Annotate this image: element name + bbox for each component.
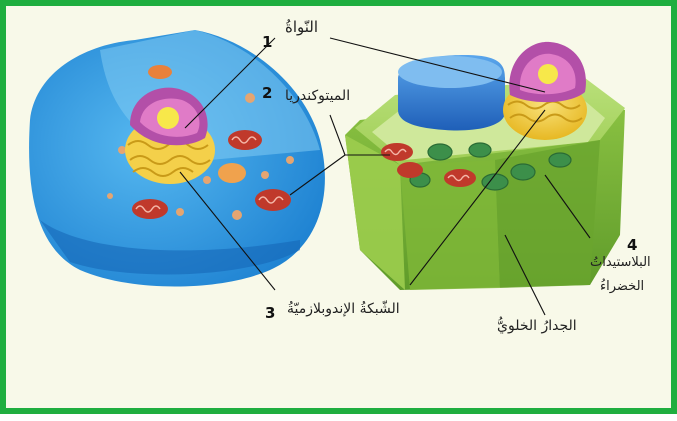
plant-cell (345, 42, 625, 290)
plant-mitochondrion (381, 143, 413, 161)
plant-mitochondrion (444, 169, 476, 187)
label-endoplasmic-reticulum: الشّبكةُ الإندوبلازميّةُ (287, 301, 400, 317)
label-number-mitochondria: 2 (262, 84, 272, 102)
label-number-chloroplasts: 4 (627, 236, 637, 254)
animal-mitochondrion (228, 130, 262, 150)
label-mitochondria: الميتوكندريا (285, 88, 350, 104)
label-number-nucleus: 1 (262, 33, 272, 51)
bottom-strip (0, 414, 677, 421)
chloroplast (469, 143, 491, 157)
chloroplast (511, 164, 535, 180)
animal-mitochondrion (255, 189, 291, 211)
plant-nucleus (503, 42, 587, 140)
animal-cell (29, 30, 325, 287)
animal-mitochondrion (132, 199, 168, 219)
animal-mitochondrion (218, 163, 246, 183)
chloroplast (549, 153, 571, 167)
label-nucleus: النّواةُ (285, 18, 318, 36)
animal-mitochondrion (148, 65, 172, 79)
label-chloroplasts-line1: البلاستيداتُ (590, 255, 651, 270)
plant-mitochondrion (397, 162, 423, 178)
label-cell-wall: الجدارُ الخلويُّ (497, 317, 577, 334)
plant-vacuole (398, 55, 505, 130)
chloroplast (482, 174, 508, 190)
label-chloroplasts-line2: الخضراءُ (600, 278, 644, 294)
label-number-er: 3 (265, 304, 275, 322)
chloroplast (428, 144, 452, 160)
